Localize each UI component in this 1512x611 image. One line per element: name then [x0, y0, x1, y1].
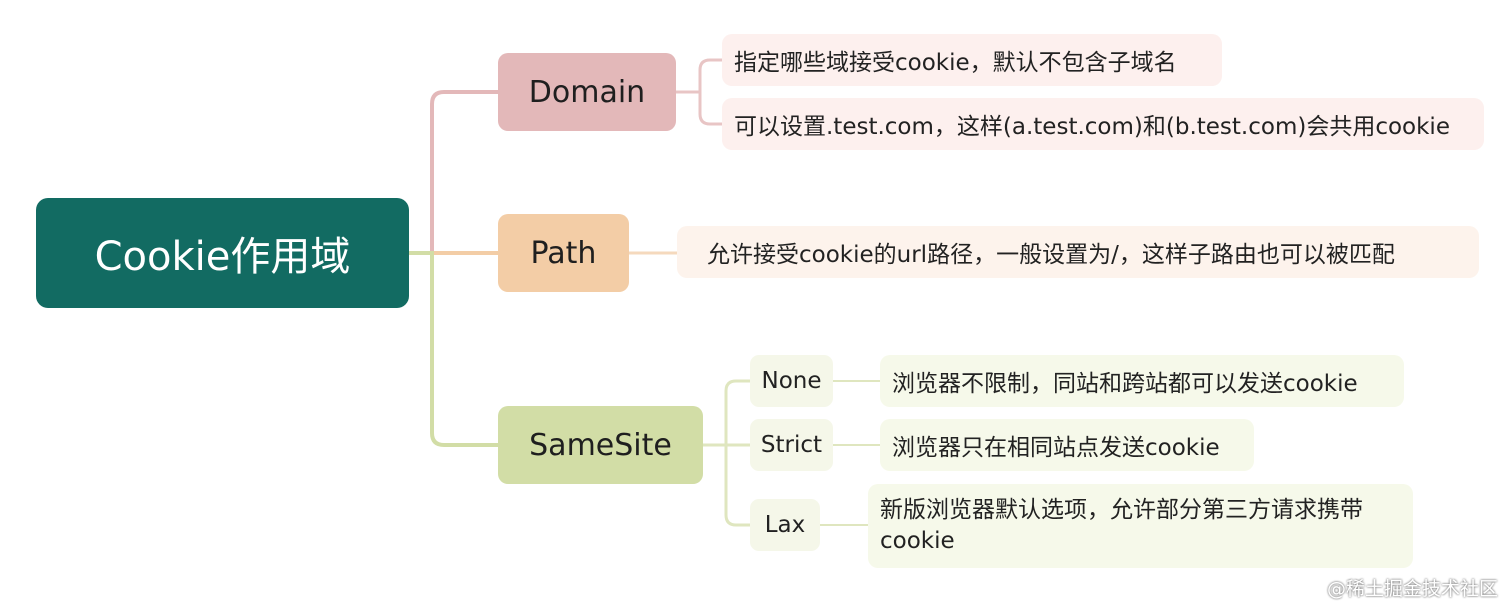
samesite-option-lax[interactable]: Lax	[750, 499, 820, 551]
none-detail[interactable]: 浏览器不限制，同站和跨站都可以发送cookie	[880, 355, 1404, 407]
connector-root-domain	[409, 90, 498, 255]
branch-path[interactable]: Path	[498, 214, 629, 292]
domain-detail-2[interactable]: 可以设置.test.com，这样(a.test.com)和(b.test.com…	[722, 98, 1484, 150]
path-detail-1[interactable]: 允许接受cookie的url路径，一般设置为/，这样子路由也可以被匹配	[677, 226, 1479, 278]
watermark: @稀土掘金技术社区	[1326, 578, 1498, 600]
domain-detail-1[interactable]: 指定哪些域接受cookie，默认不包含子域名	[722, 34, 1222, 86]
connector-domain-detail-1	[676, 58, 722, 94]
branch-samesite[interactable]: SameSite	[498, 406, 703, 484]
branch-domain[interactable]: Domain	[498, 53, 676, 131]
connector-samesite-none	[703, 379, 750, 447]
lax-detail[interactable]: 新版浏览器默认选项，允许部分第三方请求携带cookie	[868, 484, 1413, 568]
connector-root-samesite	[409, 251, 498, 447]
samesite-option-none[interactable]: None	[750, 355, 833, 407]
connector-domain-detail-2	[676, 90, 722, 126]
strict-detail[interactable]: 浏览器只在相同站点发送cookie	[880, 419, 1254, 471]
root-node[interactable]: Cookie作用域	[36, 198, 409, 308]
connector-samesite-lax	[703, 443, 750, 527]
samesite-option-strict[interactable]: Strict	[750, 419, 833, 471]
